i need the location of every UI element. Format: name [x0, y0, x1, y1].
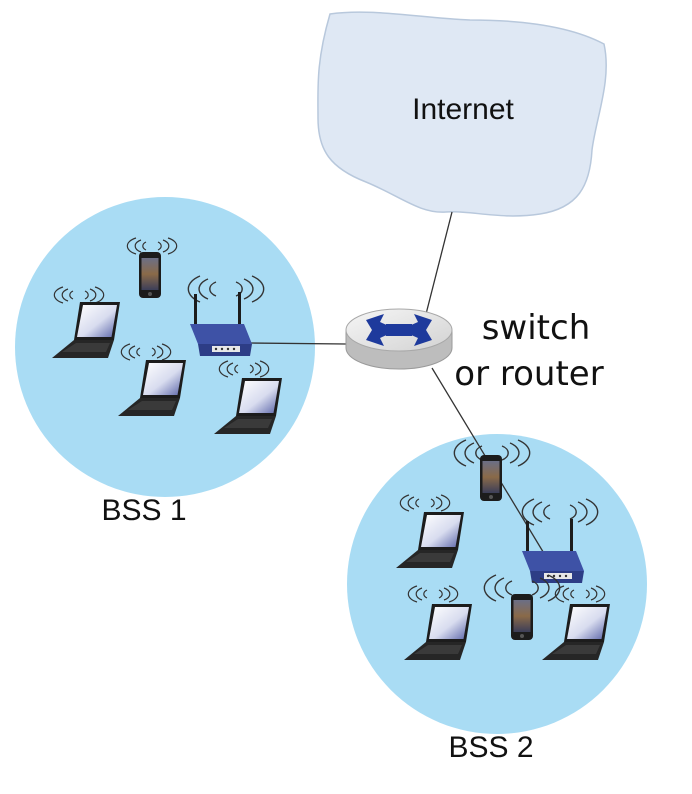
switch-router-icon — [345, 308, 453, 370]
smartphone-icon — [511, 594, 533, 640]
bss1-label: BSS 1 — [101, 494, 186, 527]
switch-label-line2: or router — [454, 354, 603, 394]
smartphone-icon — [139, 252, 161, 298]
switch-label-line1: switch — [482, 308, 591, 348]
smartphone-icon — [480, 455, 502, 501]
internet-cloud: Internet — [317, 11, 607, 217]
internet-label: Internet — [412, 93, 514, 126]
switch-arrows-icon — [366, 314, 432, 346]
bss1-area — [15, 197, 315, 497]
link-internet-switch — [424, 211, 453, 319]
bss2-label: BSS 2 — [448, 731, 533, 764]
link-switch-ap1 — [249, 342, 347, 345]
